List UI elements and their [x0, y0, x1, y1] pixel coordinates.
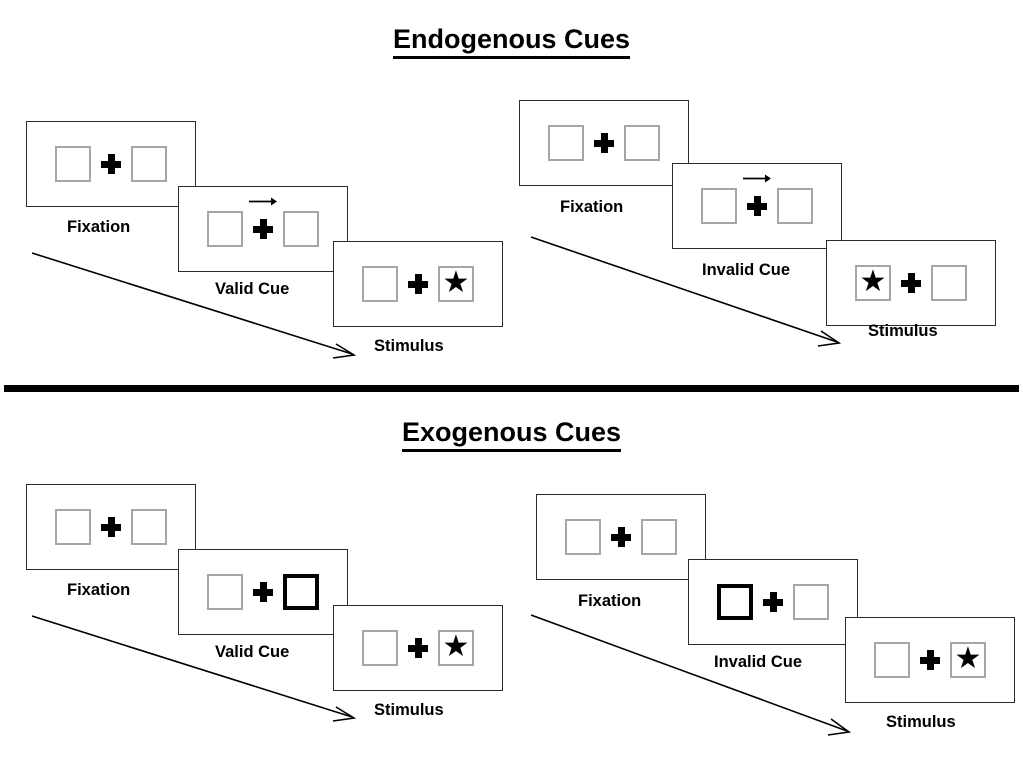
trial-frame-stimulus: ★ — [845, 617, 1015, 703]
stage-label-valid-cue: Valid Cue — [215, 643, 290, 661]
stage-label-fixation: Fixation — [67, 581, 131, 599]
target-box-left — [362, 630, 398, 666]
target-box-right — [131, 509, 167, 545]
target-box-right: ★ — [438, 630, 474, 666]
fixation-cross-wrap — [91, 507, 131, 547]
stage-label-fixation: Fixation — [560, 198, 624, 216]
section-title-endogenous: Endogenous Cues — [0, 24, 1023, 59]
stage-label-valid-cue: Valid Cue — [215, 280, 290, 298]
fixation-cross-icon — [101, 517, 121, 537]
fixation-cross-wrap — [910, 640, 950, 680]
target-box-right — [131, 146, 167, 182]
target-box-right — [641, 519, 677, 555]
fixation-cross-icon — [408, 274, 428, 294]
cue-arrow-right-icon — [743, 174, 771, 183]
star-stimulus-icon: ★ — [954, 642, 982, 675]
target-box-left — [55, 509, 91, 545]
target-box-right: ★ — [950, 642, 986, 678]
frame-contents — [701, 174, 813, 226]
fixation-cross-wrap — [891, 263, 931, 303]
fixation-cross-wrap — [243, 572, 283, 612]
target-box-left — [701, 188, 737, 224]
section-title-exogenous-text: Exogenous Cues — [401, 417, 622, 452]
fixation-cross-icon — [253, 219, 273, 239]
frame-contents — [55, 507, 167, 547]
trial-frame-stimulus: ★ — [333, 605, 503, 691]
fixation-cross-icon — [920, 650, 940, 670]
fixation-cross-wrap — [737, 174, 777, 226]
target-box-left — [565, 519, 601, 555]
trial-frame-fixation — [26, 484, 196, 570]
stage-label-stimulus: Stimulus — [886, 713, 956, 731]
fixation-cross-wrap — [753, 582, 793, 622]
stage-label-stimulus: Stimulus — [374, 337, 444, 355]
target-box-left — [362, 266, 398, 302]
fixation-cross-icon — [747, 196, 767, 216]
target-box-right — [793, 584, 829, 620]
frame-contents — [565, 517, 677, 557]
fixation-cross-wrap — [584, 123, 624, 163]
target-box-right — [283, 211, 319, 247]
target-box-left-cued — [717, 584, 753, 620]
trial-frame-stimulus: ★ — [826, 240, 996, 326]
target-box-left — [548, 125, 584, 161]
trial-frame-invalid-cue — [672, 163, 842, 249]
target-box-left — [55, 146, 91, 182]
fixation-cross-wrap — [243, 197, 283, 249]
trial-frame-fixation — [536, 494, 706, 580]
frame-contents — [548, 123, 660, 163]
frame-contents: ★ — [362, 264, 474, 304]
trial-frame-fixation — [519, 100, 689, 186]
fixation-cross-icon — [408, 638, 428, 658]
trial-frame-fixation — [26, 121, 196, 207]
stage-label-stimulus: Stimulus — [868, 322, 938, 340]
stage-label-fixation: Fixation — [578, 592, 642, 610]
frame-contents — [207, 197, 319, 249]
target-box-right-cued — [283, 574, 319, 610]
fixation-cross-icon — [901, 273, 921, 293]
trial-frame-invalid-cue — [688, 559, 858, 645]
frame-contents — [717, 582, 829, 622]
frame-contents: ★ — [855, 263, 967, 303]
target-box-left — [874, 642, 910, 678]
section-title-endogenous-text: Endogenous Cues — [392, 24, 630, 59]
target-box-right: ★ — [438, 266, 474, 302]
fixation-cross-wrap — [601, 517, 641, 557]
target-box-left — [207, 211, 243, 247]
stage-label-fixation: Fixation — [67, 218, 131, 236]
target-box-left: ★ — [855, 265, 891, 301]
star-stimulus-icon: ★ — [859, 265, 887, 298]
fixation-cross-wrap — [91, 144, 131, 184]
stage-label-invalid-cue: Invalid Cue — [702, 261, 791, 279]
section-divider — [4, 385, 1019, 392]
stage-label-invalid-cue: Invalid Cue — [714, 653, 803, 671]
cue-arrow-right-icon — [249, 197, 277, 206]
target-box-right — [624, 125, 660, 161]
fixation-cross-icon — [611, 527, 631, 547]
star-stimulus-icon: ★ — [442, 630, 470, 663]
target-box-right — [931, 265, 967, 301]
fixation-cross-icon — [594, 133, 614, 153]
stage-label-stimulus: Stimulus — [374, 701, 444, 719]
frame-contents: ★ — [874, 640, 986, 680]
target-box-left — [207, 574, 243, 610]
trial-frame-valid-cue — [178, 186, 348, 272]
fixation-cross-icon — [101, 154, 121, 174]
section-title-exogenous: Exogenous Cues — [0, 417, 1023, 452]
trial-frame-valid-cue — [178, 549, 348, 635]
fixation-cross-wrap — [398, 628, 438, 668]
frame-contents: ★ — [362, 628, 474, 668]
fixation-cross-wrap — [398, 264, 438, 304]
star-stimulus-icon: ★ — [442, 266, 470, 299]
frame-contents — [207, 572, 319, 612]
target-box-right — [777, 188, 813, 224]
frame-contents — [55, 144, 167, 184]
fixation-cross-icon — [253, 582, 273, 602]
trial-frame-stimulus: ★ — [333, 241, 503, 327]
fixation-cross-icon — [763, 592, 783, 612]
